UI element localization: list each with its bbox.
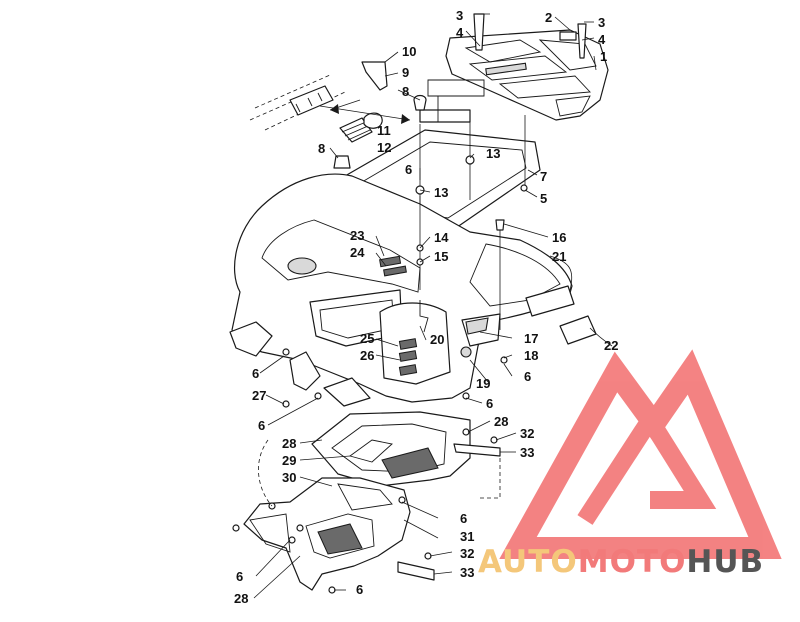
callout-28c: 28 [234, 591, 248, 606]
callout-30: 30 [282, 470, 296, 485]
callout-22: 22 [604, 338, 618, 353]
logo-triangle-inner [577, 403, 717, 525]
callout-28b: 28 [282, 436, 296, 451]
rear-fender-body [229, 173, 573, 407]
callout-13a: 13 [486, 146, 500, 161]
left-footwell [243, 477, 411, 591]
callout-6c: 6 [252, 366, 259, 381]
callout-15: 15 [434, 249, 448, 264]
callout-13b: 13 [434, 185, 448, 200]
callout-6g: 6 [236, 569, 243, 584]
watermark-moto: MOTO [578, 544, 687, 580]
callout-10: 10 [402, 44, 416, 59]
callout-17: 17 [524, 331, 538, 346]
watermark-hub: HUB [686, 544, 764, 580]
callout-33b: 33 [460, 565, 474, 580]
callout-9: 9 [402, 65, 409, 80]
callout-31: 31 [460, 529, 474, 544]
callout-2: 2 [545, 10, 552, 25]
callout-32b: 32 [460, 546, 474, 561]
watermark-auto: AUTO [478, 544, 578, 580]
callout-26: 26 [360, 348, 374, 363]
callout-14: 14 [434, 230, 449, 245]
lamp-bracket-assembly [249, 51, 411, 143]
mount-brackets [397, 443, 501, 581]
callout-6e: 6 [486, 396, 493, 411]
rear-rack [445, 29, 609, 121]
callout-7: 7 [540, 169, 547, 184]
callout-1: 1 [600, 49, 607, 64]
callout-28a: 28 [494, 414, 508, 429]
callout-6h: 6 [356, 582, 363, 597]
callout-24: 24 [350, 245, 365, 260]
watermark-text: AUTOMOTOHUB [478, 544, 764, 580]
callout-6a: 6 [405, 162, 412, 177]
callout-33a: 33 [520, 445, 534, 460]
callout-25: 25 [360, 331, 374, 346]
watermark-logo [499, 349, 782, 559]
callout-16: 16 [552, 230, 566, 245]
callout-18: 18 [524, 348, 538, 363]
leader-lines [253, 13, 613, 599]
callout-23: 23 [350, 228, 364, 243]
callout-6d: 6 [258, 418, 265, 433]
callout-3b: 3 [598, 15, 605, 30]
callout-6b: 6 [524, 369, 531, 384]
callout-21: 21 [552, 249, 566, 264]
callout-11: 11 [377, 123, 391, 138]
callout-19: 19 [476, 376, 490, 391]
callout-5: 5 [540, 191, 547, 206]
callout-4b: 4 [598, 32, 606, 47]
logo-triangle-outer [499, 349, 782, 559]
callout-8b: 8 [318, 141, 325, 156]
callout-labels: 1 2 3 3 4 4 5 7 8 8 9 10 11 12 6 13 13 1… [234, 8, 618, 606]
callout-12: 12 [377, 140, 391, 155]
right-footwell [311, 411, 471, 487]
callout-6f: 6 [460, 511, 467, 526]
callout-27: 27 [252, 388, 266, 403]
callout-4a: 4 [456, 25, 464, 40]
callout-20: 20 [430, 332, 444, 347]
callout-29: 29 [282, 453, 296, 468]
svg-text:AUTOMOTOHUB: AUTOMOTOHUB [478, 544, 764, 580]
callout-3a: 3 [456, 8, 463, 23]
callout-8a: 8 [402, 84, 409, 99]
callout-32a: 32 [520, 426, 534, 441]
